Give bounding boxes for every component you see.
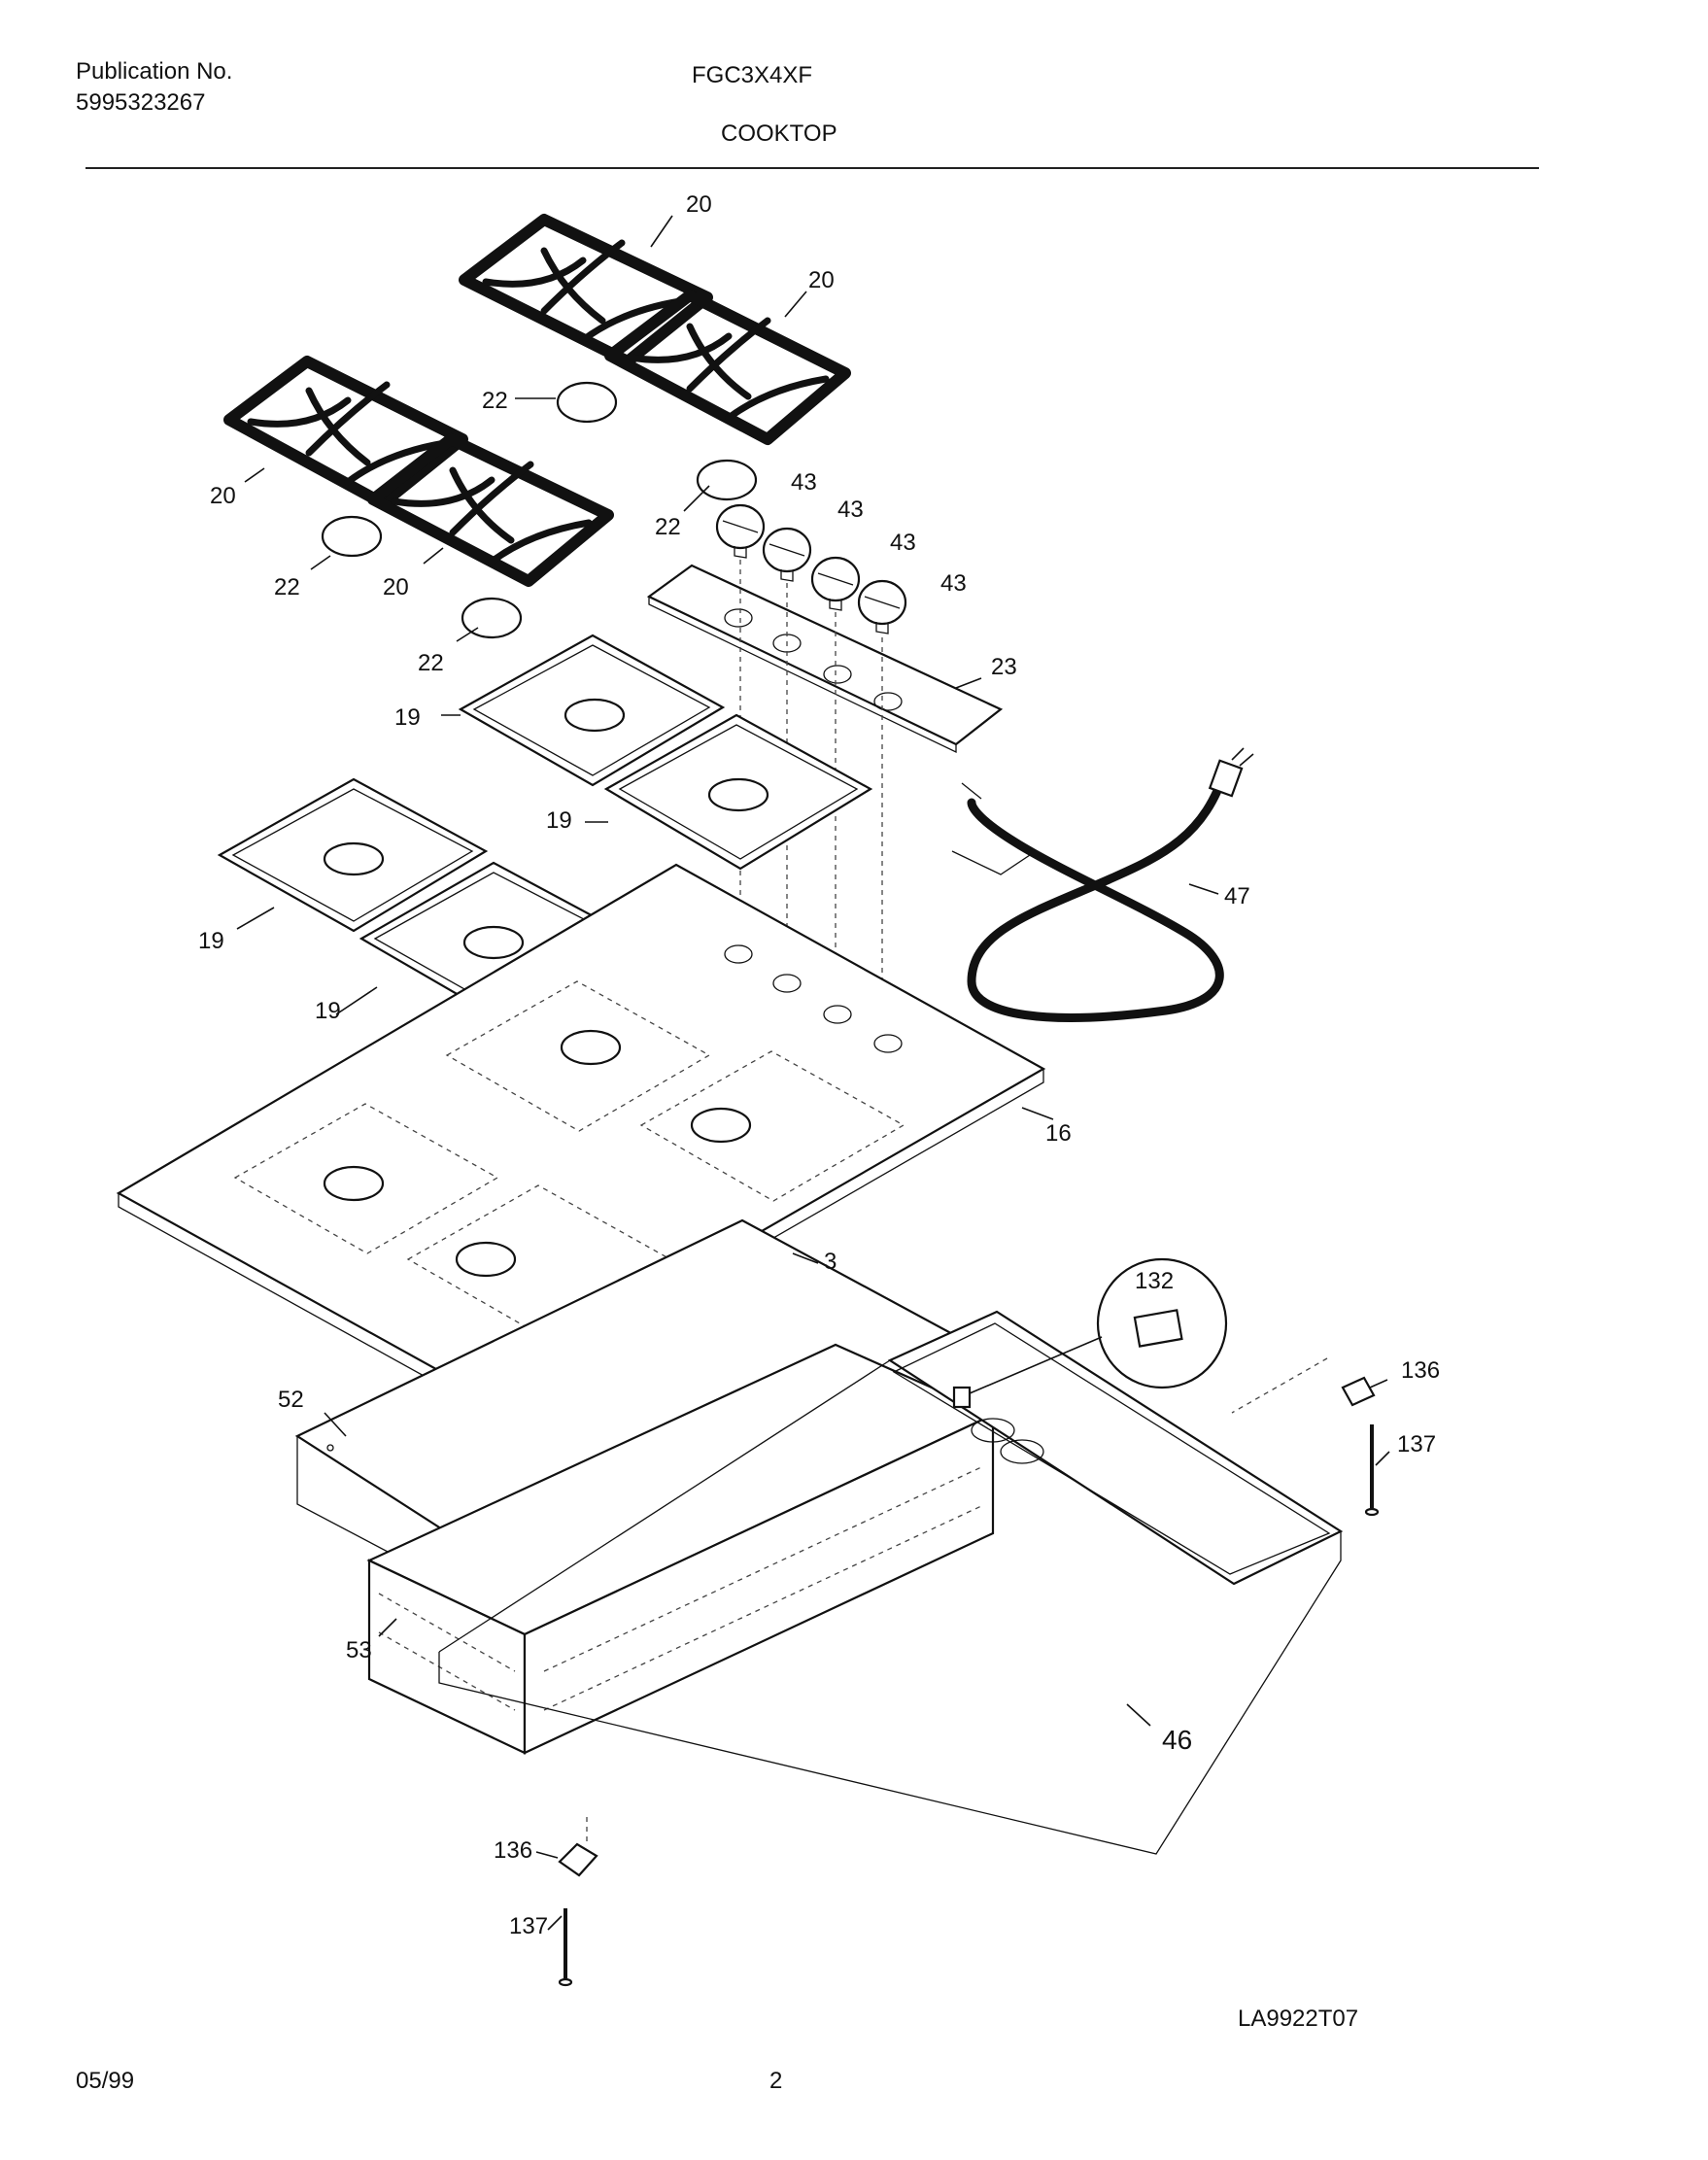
callout-43-knob-3: 43 — [890, 530, 916, 556]
drip-pan-front-left — [217, 777, 489, 933]
publication-number: 5995323267 — [76, 89, 206, 116]
page-number: 2 — [769, 2068, 783, 2094]
callout-19-front-left: 19 — [198, 928, 224, 954]
publication-label: Publication No. — [76, 58, 233, 85]
callout-22-front-left: 22 — [274, 574, 300, 600]
drawing-id: LA9922T07 — [1238, 2006, 1359, 2032]
model-number: FGC3X4XF — [692, 62, 813, 88]
grate-back-right — [604, 290, 851, 445]
callout-46-base-pan: 46 — [1162, 1725, 1192, 1755]
bracket-lower — [558, 1817, 598, 1877]
drip-pan-back-left — [458, 634, 726, 787]
callout-16-cooktop: 16 — [1045, 1120, 1072, 1147]
valve-detail — [952, 1257, 1228, 1409]
callout-20-back-left: 20 — [686, 191, 712, 218]
knob-2 — [762, 527, 812, 582]
grate-front-left — [223, 356, 468, 509]
callout-22-front-right: 22 — [418, 650, 444, 676]
callout-19-front-right: 19 — [315, 998, 341, 1024]
callout-43-knob-4: 43 — [940, 570, 967, 597]
callout-20-back-right: 20 — [808, 267, 835, 293]
power-cord — [951, 747, 1254, 1022]
callout-53-insulation: 53 — [346, 1637, 372, 1663]
callout-19-back-left: 19 — [394, 704, 421, 731]
screw-upper — [1364, 1424, 1380, 1517]
callout-136-bracket-lower: 136 — [494, 1837, 532, 1864]
drip-pan-back-right — [603, 713, 873, 871]
cooktop-top — [116, 863, 1046, 1408]
callout-23-control-panel: 23 — [991, 654, 1017, 680]
callout-136-bracket-upper: 136 — [1401, 1357, 1440, 1384]
header-rule — [85, 167, 1539, 169]
footer-date: 05/99 — [76, 2068, 135, 2094]
callout-20-front-right: 20 — [383, 574, 409, 600]
knob-1 — [715, 503, 766, 559]
callout-52-burner-box: 52 — [278, 1387, 304, 1413]
callout-22-back-left: 22 — [482, 388, 508, 414]
callout-20-front-left: 20 — [210, 483, 236, 509]
burner-cap-1 — [556, 381, 618, 424]
callout-137-screw-lower: 137 — [509, 1913, 548, 1939]
callout-19-back-right: 19 — [546, 807, 572, 834]
knob-3 — [810, 556, 861, 611]
burner-cap-3 — [321, 515, 383, 558]
callout-22-back-right: 22 — [655, 514, 681, 540]
callout-137-screw-upper: 137 — [1397, 1431, 1436, 1457]
knob-4 — [857, 579, 907, 634]
callout-43-knob-2: 43 — [837, 497, 864, 523]
grate-back-left — [459, 214, 713, 367]
bracket-upper — [1341, 1376, 1376, 1407]
insulation — [366, 1343, 996, 1755]
callout-3-trim-strip: 3 — [824, 1249, 837, 1275]
burner-cap-2 — [696, 459, 758, 501]
callout-43-knob-1: 43 — [791, 469, 817, 496]
callout-47-power-cord: 47 — [1224, 883, 1250, 909]
screw-lower — [558, 1908, 573, 1987]
grate-front-right — [367, 433, 614, 587]
section-title: COOKTOP — [721, 120, 837, 147]
callout-132-valve: 132 — [1135, 1268, 1174, 1294]
control-panel — [646, 564, 1004, 754]
